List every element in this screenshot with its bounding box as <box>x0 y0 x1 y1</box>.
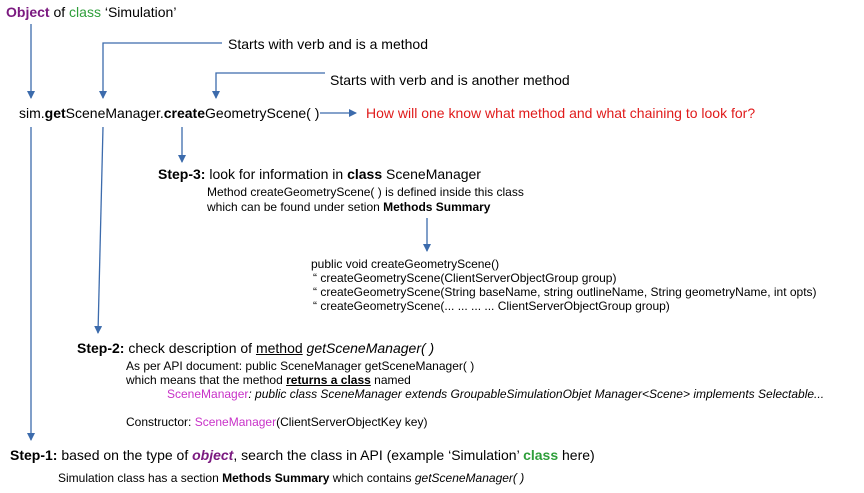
step1-object-word: object <box>192 447 234 463</box>
code-create-rest: GeometryScene( ) <box>205 105 320 121</box>
step3-class-word: class <box>347 166 383 182</box>
code-prefix: sim. <box>19 105 45 121</box>
step2-method-word: method <box>255 340 303 356</box>
code-create: create <box>163 105 206 121</box>
step2-constructor: Constructor: SceneManager(ClientServerOb… <box>126 415 428 430</box>
note-verb-another-method: Starts with verb and is another method <box>330 72 570 88</box>
step1-text-mid: , search the class in API (example ‘Simu… <box>233 447 524 463</box>
arrow-to-step2 <box>94 126 104 334</box>
header-of: of <box>49 4 70 20</box>
step2-line1: As per API document: public SceneManager… <box>126 359 475 373</box>
method-signature: public void createGeometryScene() <box>311 257 500 271</box>
step3-line2-text: which can be found under setion <box>207 200 384 214</box>
method-overload-1: “ createGeometryScene(ClientServerObject… <box>313 271 617 285</box>
step1-line1-text: Simulation class has a section <box>58 471 223 485</box>
constructor-class: SceneManager <box>194 415 277 429</box>
code-get: get <box>44 105 66 121</box>
constructor-label: Constructor: <box>126 415 195 429</box>
step1-line1: Simulation class has a section Methods S… <box>58 471 525 486</box>
step3-label: Step-3: <box>158 166 206 182</box>
step1-method-name: getSceneManager( ) <box>414 471 525 485</box>
step1-line1-mid: which contains <box>329 471 415 485</box>
step2-returns-class: returns a class <box>286 373 371 387</box>
constructor-args: (ClientServerObjectKey key) <box>276 415 428 429</box>
step3-line1: Method createGeometryScene( ) is defined… <box>207 185 524 199</box>
header-title: Object of class ‘Simulation’ <box>6 4 176 20</box>
question-text: How will one know what method and what c… <box>366 105 756 121</box>
method-overload-3: “ createGeometryScene(... ... ... ... Cl… <box>313 299 670 313</box>
step1-methods-summary: Methods Summary <box>222 471 330 485</box>
step3-class-name: SceneManager <box>382 166 481 182</box>
step2-line3: SceneManager: public class SceneManager … <box>167 387 825 402</box>
step3-line2: which can be found under setion Methods … <box>207 200 491 215</box>
step3-methods-summary: Methods Summary <box>383 200 491 214</box>
step2-label: Step-2: <box>77 340 125 356</box>
step2-heading: Step-2: check description of method getS… <box>77 340 434 356</box>
step3-heading: Step-3: look for information in class Sc… <box>158 166 481 182</box>
step1-label: Step-1: <box>10 447 58 463</box>
arrow-another-method-note <box>212 72 325 99</box>
step2-method-name: getSceneManager( ) <box>302 340 435 356</box>
step2-scenemanager-name: SceneManager <box>167 387 249 401</box>
object-word: Object <box>6 4 50 20</box>
step1-text: based on the type of <box>57 447 193 463</box>
step2-line2-text: which means that the method <box>126 373 287 387</box>
code-line: sim.getSceneManager.createGeometryScene(… <box>19 105 319 121</box>
step2-line2: which means that the method returns a cl… <box>126 373 411 388</box>
step3-text: look for information in <box>205 166 348 182</box>
note-verb-method: Starts with verb and is a method <box>228 36 428 52</box>
class-word: class <box>69 4 101 20</box>
arrow-method-note <box>99 42 222 99</box>
step2-line2-post: named <box>370 373 411 387</box>
step1-heading: Step-1: based on the type of object, sea… <box>10 447 595 463</box>
method-overload-2: “ createGeometryScene(String baseName, s… <box>313 285 817 299</box>
step2-class-declaration: : public class SceneManager extends Grou… <box>248 387 825 401</box>
header-class-name: ‘Simulation’ <box>100 4 177 20</box>
code-get-rest: SceneManager. <box>65 105 164 121</box>
step1-text-post: here) <box>558 447 595 463</box>
step1-class-word: class <box>523 447 559 463</box>
step2-text: check description of <box>124 340 256 356</box>
